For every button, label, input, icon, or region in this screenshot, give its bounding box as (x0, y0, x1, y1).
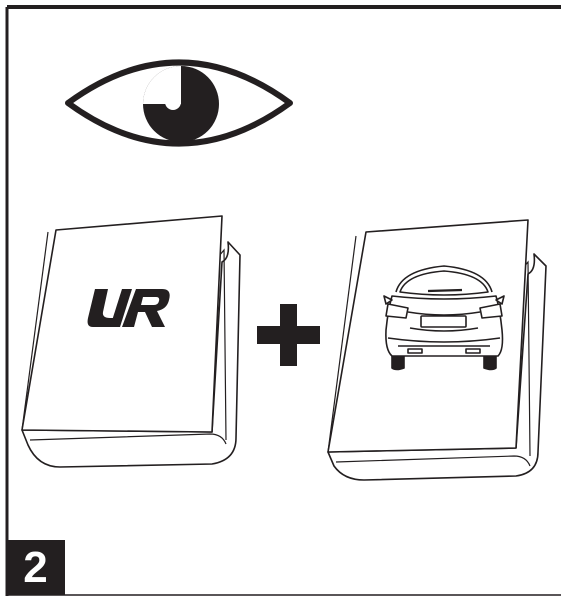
manual-book-right (328, 220, 546, 480)
eye-icon (68, 63, 290, 144)
step-number-badge: 2 (6, 540, 65, 595)
plus-icon (257, 304, 320, 366)
car-rear-icon (384, 266, 504, 370)
manual-book-left (22, 216, 240, 467)
